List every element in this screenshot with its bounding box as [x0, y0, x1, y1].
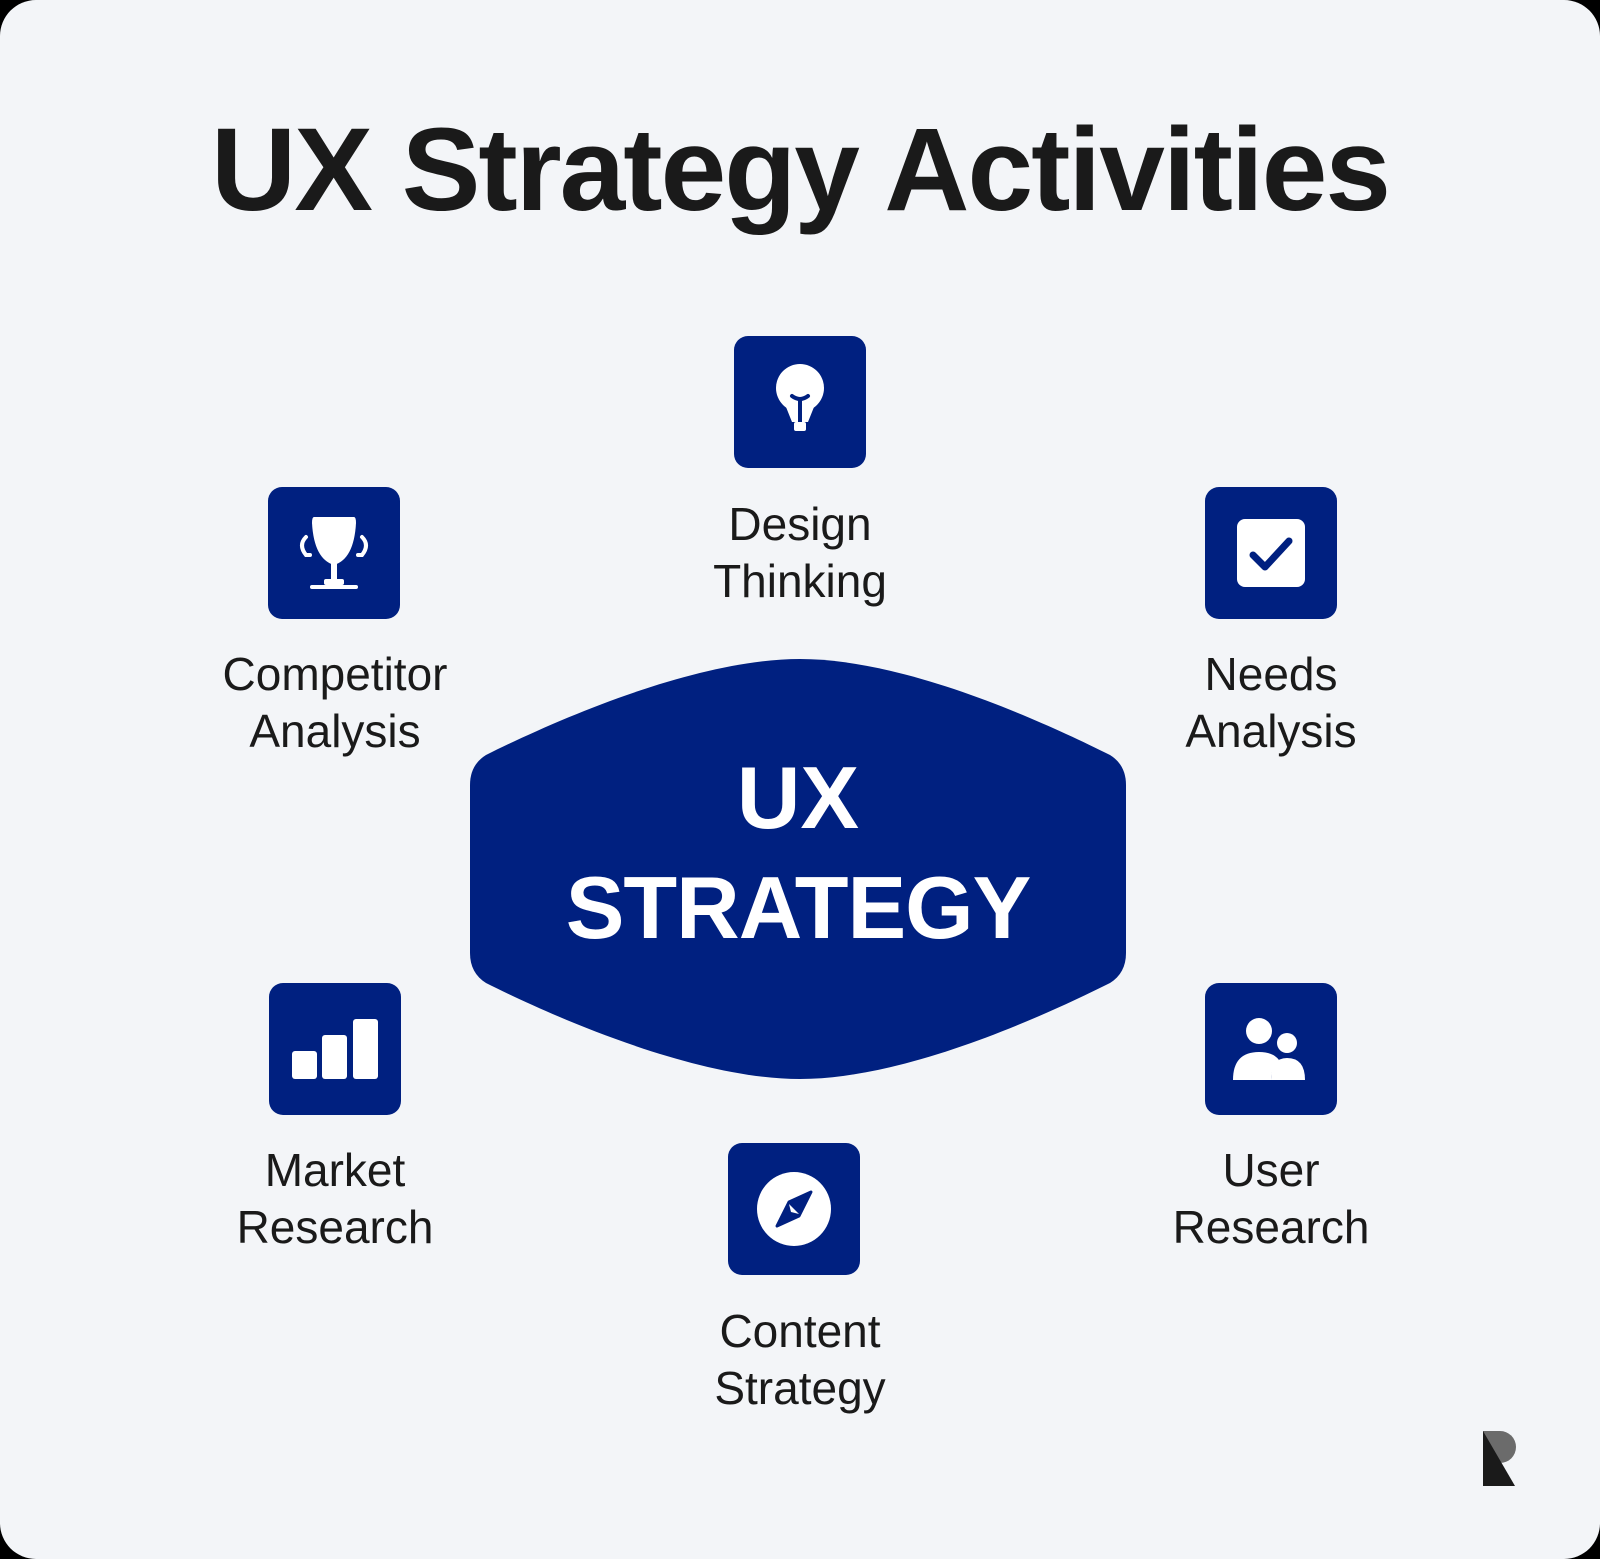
r-logo-icon	[1483, 1431, 1516, 1486]
hub-shape	[470, 659, 1126, 1079]
trophy-icon	[300, 517, 368, 589]
tile-user-research	[1205, 983, 1337, 1115]
checkbox-icon	[1237, 519, 1305, 587]
tile-needs-analysis	[1205, 487, 1337, 619]
tile-design-thinking	[734, 336, 866, 468]
compass-icon	[757, 1172, 831, 1246]
users-icon	[1233, 1018, 1305, 1080]
tile-market-research	[269, 983, 401, 1115]
label-content-strategy: Content Strategy	[714, 1305, 886, 1414]
hub-line-2: STRATEGY	[565, 858, 1032, 957]
tile-content-strategy	[728, 1143, 860, 1275]
label-market-research: Market Research	[236, 1144, 434, 1253]
label-user-research: User Research	[1172, 1144, 1370, 1253]
tile-competitor-analysis	[268, 487, 400, 619]
label-needs-analysis: Needs Analysis	[1185, 648, 1357, 757]
label-design-thinking: Design Thinking	[713, 498, 887, 607]
hub-line-1: UX	[736, 748, 860, 847]
page-title: UX Strategy Activities	[211, 104, 1391, 236]
lightbulb-icon	[776, 364, 824, 431]
hub-label: UX STRATEGY	[470, 743, 1126, 963]
hub-ux-strategy: UX STRATEGY	[470, 655, 1126, 1083]
bar-chart-icon	[292, 1019, 378, 1079]
label-competitor-analysis: Competitor Analysis	[222, 648, 448, 757]
